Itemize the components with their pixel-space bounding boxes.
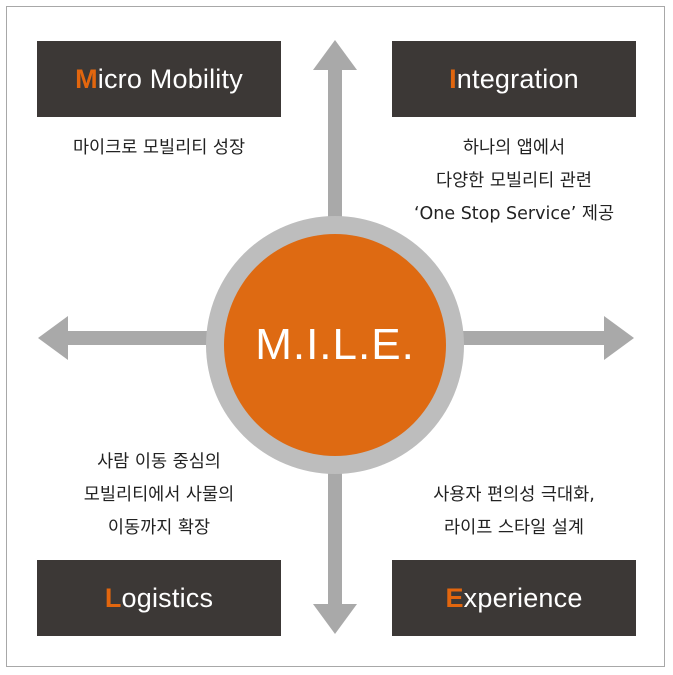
logistics-line: 이동까지 확장 — [107, 518, 211, 538]
integration-line: ‘One Stop Service’ 제공 — [413, 204, 615, 224]
experience-line: 사용자 편의성 극대화, — [433, 485, 595, 505]
micro-mobility-initial: M — [75, 63, 98, 94]
logistics-initial: L — [104, 582, 122, 613]
experience-description: 사용자 편의성 극대화, 라이프 스타일 설계 — [364, 479, 664, 545]
integration-line: 하나의 앱에서 — [462, 138, 566, 158]
logistics-description: 사람 이동 중심의 모빌리티에서 사물의 이동까지 확장 — [9, 446, 309, 545]
hub-label: M.I.L.E. — [255, 320, 415, 369]
micro-mobility-line: 마이크로 모빌리티 성장 — [72, 138, 246, 158]
arrow-right-icon — [604, 316, 634, 360]
micro-mobility-description: 마이크로 모빌리티 성장 — [9, 132, 309, 165]
logistics-title-rest: ogistics — [121, 582, 214, 613]
experience-line: 라이프 스타일 설계 — [444, 518, 584, 538]
hub-center: M.I.L.E. — [224, 234, 446, 456]
arrow-left-icon — [38, 316, 68, 360]
logistics-line: 모빌리티에서 사물의 — [83, 485, 235, 505]
experience-title-rest: xperience — [463, 582, 583, 613]
integration-line: 다양한 모빌리티 관련 — [435, 171, 593, 191]
logistics-line: 사람 이동 중심의 — [97, 452, 221, 472]
arrow-down-icon — [313, 604, 357, 634]
integration-initial: I — [449, 63, 457, 94]
experience-initial: E — [445, 582, 464, 613]
micro-mobility-title-rest: icro Mobility — [97, 63, 243, 94]
arrow-up-icon — [313, 40, 357, 70]
integration-title-rest: ntegration — [456, 63, 579, 94]
integration-description: 하나의 앱에서 다양한 모빌리티 관련 ‘One Stop Service’ 제… — [364, 132, 664, 231]
